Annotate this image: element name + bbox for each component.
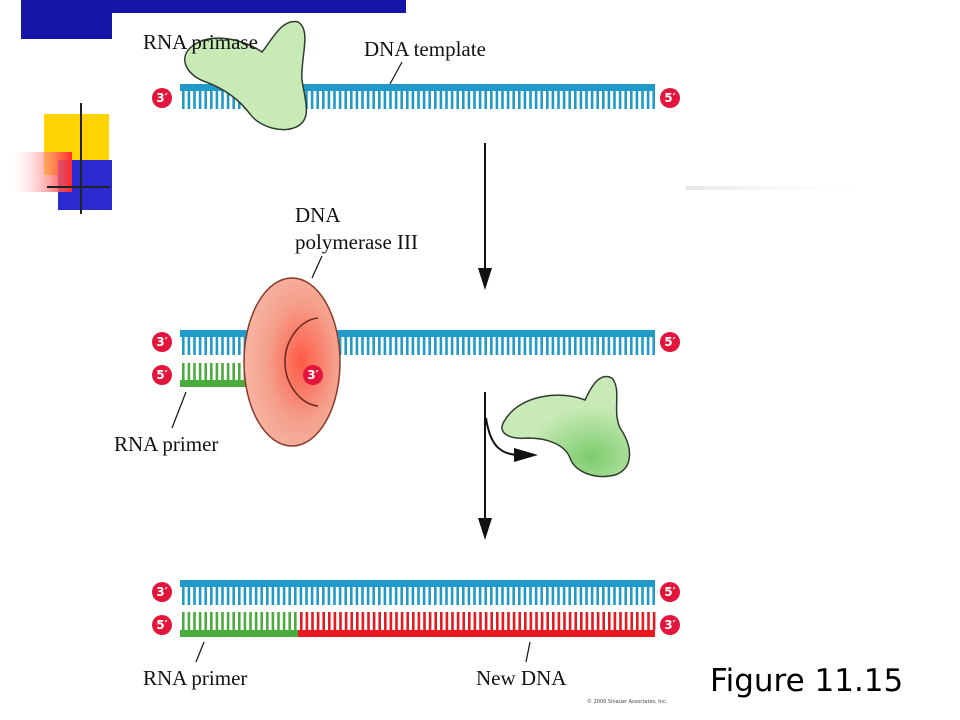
step-arrow-2	[478, 392, 538, 540]
deco-grey-line	[686, 186, 876, 190]
svg-text:3′: 3′	[156, 585, 168, 599]
slide-decoration	[12, 0, 876, 214]
dna-template-leader	[389, 61, 403, 85]
end-3prime-p2-top: 3′	[152, 332, 172, 352]
end-5prime-p1: 5′	[660, 88, 680, 108]
rna-primer-strand-3	[180, 612, 298, 637]
panel-2: 3′ DNA polymerase III RNA primer 3′ 5′ 5…	[114, 203, 680, 478]
end-5prime-p2-bottom: 5′	[152, 365, 172, 385]
dna-polymerase-ring	[243, 277, 341, 447]
panel-3: 3′ 5′ 5′ 3′ RNA primer New DNA	[143, 580, 680, 690]
dna-template-label: DNA template	[364, 37, 486, 61]
svg-text:3′: 3′	[664, 618, 676, 632]
svg-text:3′: 3′	[156, 335, 168, 349]
deco-top-block	[21, 0, 112, 39]
end-3prime-p3-bottom: 3′	[660, 615, 680, 635]
svg-text:5′: 5′	[156, 618, 168, 632]
dna-polymerase-label-line1: DNA	[295, 203, 341, 227]
rna-primer-leader-mid	[171, 391, 187, 429]
deco-red-square	[12, 152, 72, 192]
end-5prime-p3-bottom: 5′	[152, 615, 172, 635]
panel-1: RNA primase DNA template 3′ 5′	[143, 20, 680, 131]
svg-text:5′: 5′	[664, 91, 676, 105]
end-3prime-p1: 3′	[152, 88, 172, 108]
dna-polymerase-leader	[311, 255, 323, 279]
svg-text:3′: 3′	[156, 91, 168, 105]
end-5prime-p3-top: 5′	[660, 582, 680, 602]
figure-number: Figure 11.15	[710, 663, 903, 699]
svg-text:5′: 5′	[664, 335, 676, 349]
end-3prime-p3-top: 3′	[152, 582, 172, 602]
new-dna-label: New DNA	[476, 666, 567, 690]
end-5prime-p2-top: 5′	[660, 332, 680, 352]
rna-primase-label: RNA primase	[143, 30, 258, 54]
rna-primer-leader-bottom	[195, 641, 205, 663]
svg-text:3′: 3′	[307, 368, 319, 382]
svg-text:5′: 5′	[156, 368, 168, 382]
rna-primer-label-mid: RNA primer	[114, 432, 218, 456]
svg-text:5′: 5′	[664, 585, 676, 599]
new-dna-leader	[525, 641, 531, 663]
released-primase-enzyme	[501, 375, 631, 478]
deco-top-bar	[112, 0, 406, 13]
copyright-notice: © 2000 Sinauer Associates, Inc.	[587, 698, 668, 705]
end-3prime-p2-polymerase: 3′	[303, 365, 323, 385]
step-arrow-1	[478, 143, 492, 290]
dna-template-strand-3	[180, 580, 655, 605]
dna-polymerase-label-line2: polymerase III	[295, 230, 418, 254]
rna-primer-label-bottom: RNA primer	[143, 666, 247, 690]
new-dna-strand-3	[298, 612, 656, 637]
rna-primase-enzyme	[184, 20, 308, 131]
